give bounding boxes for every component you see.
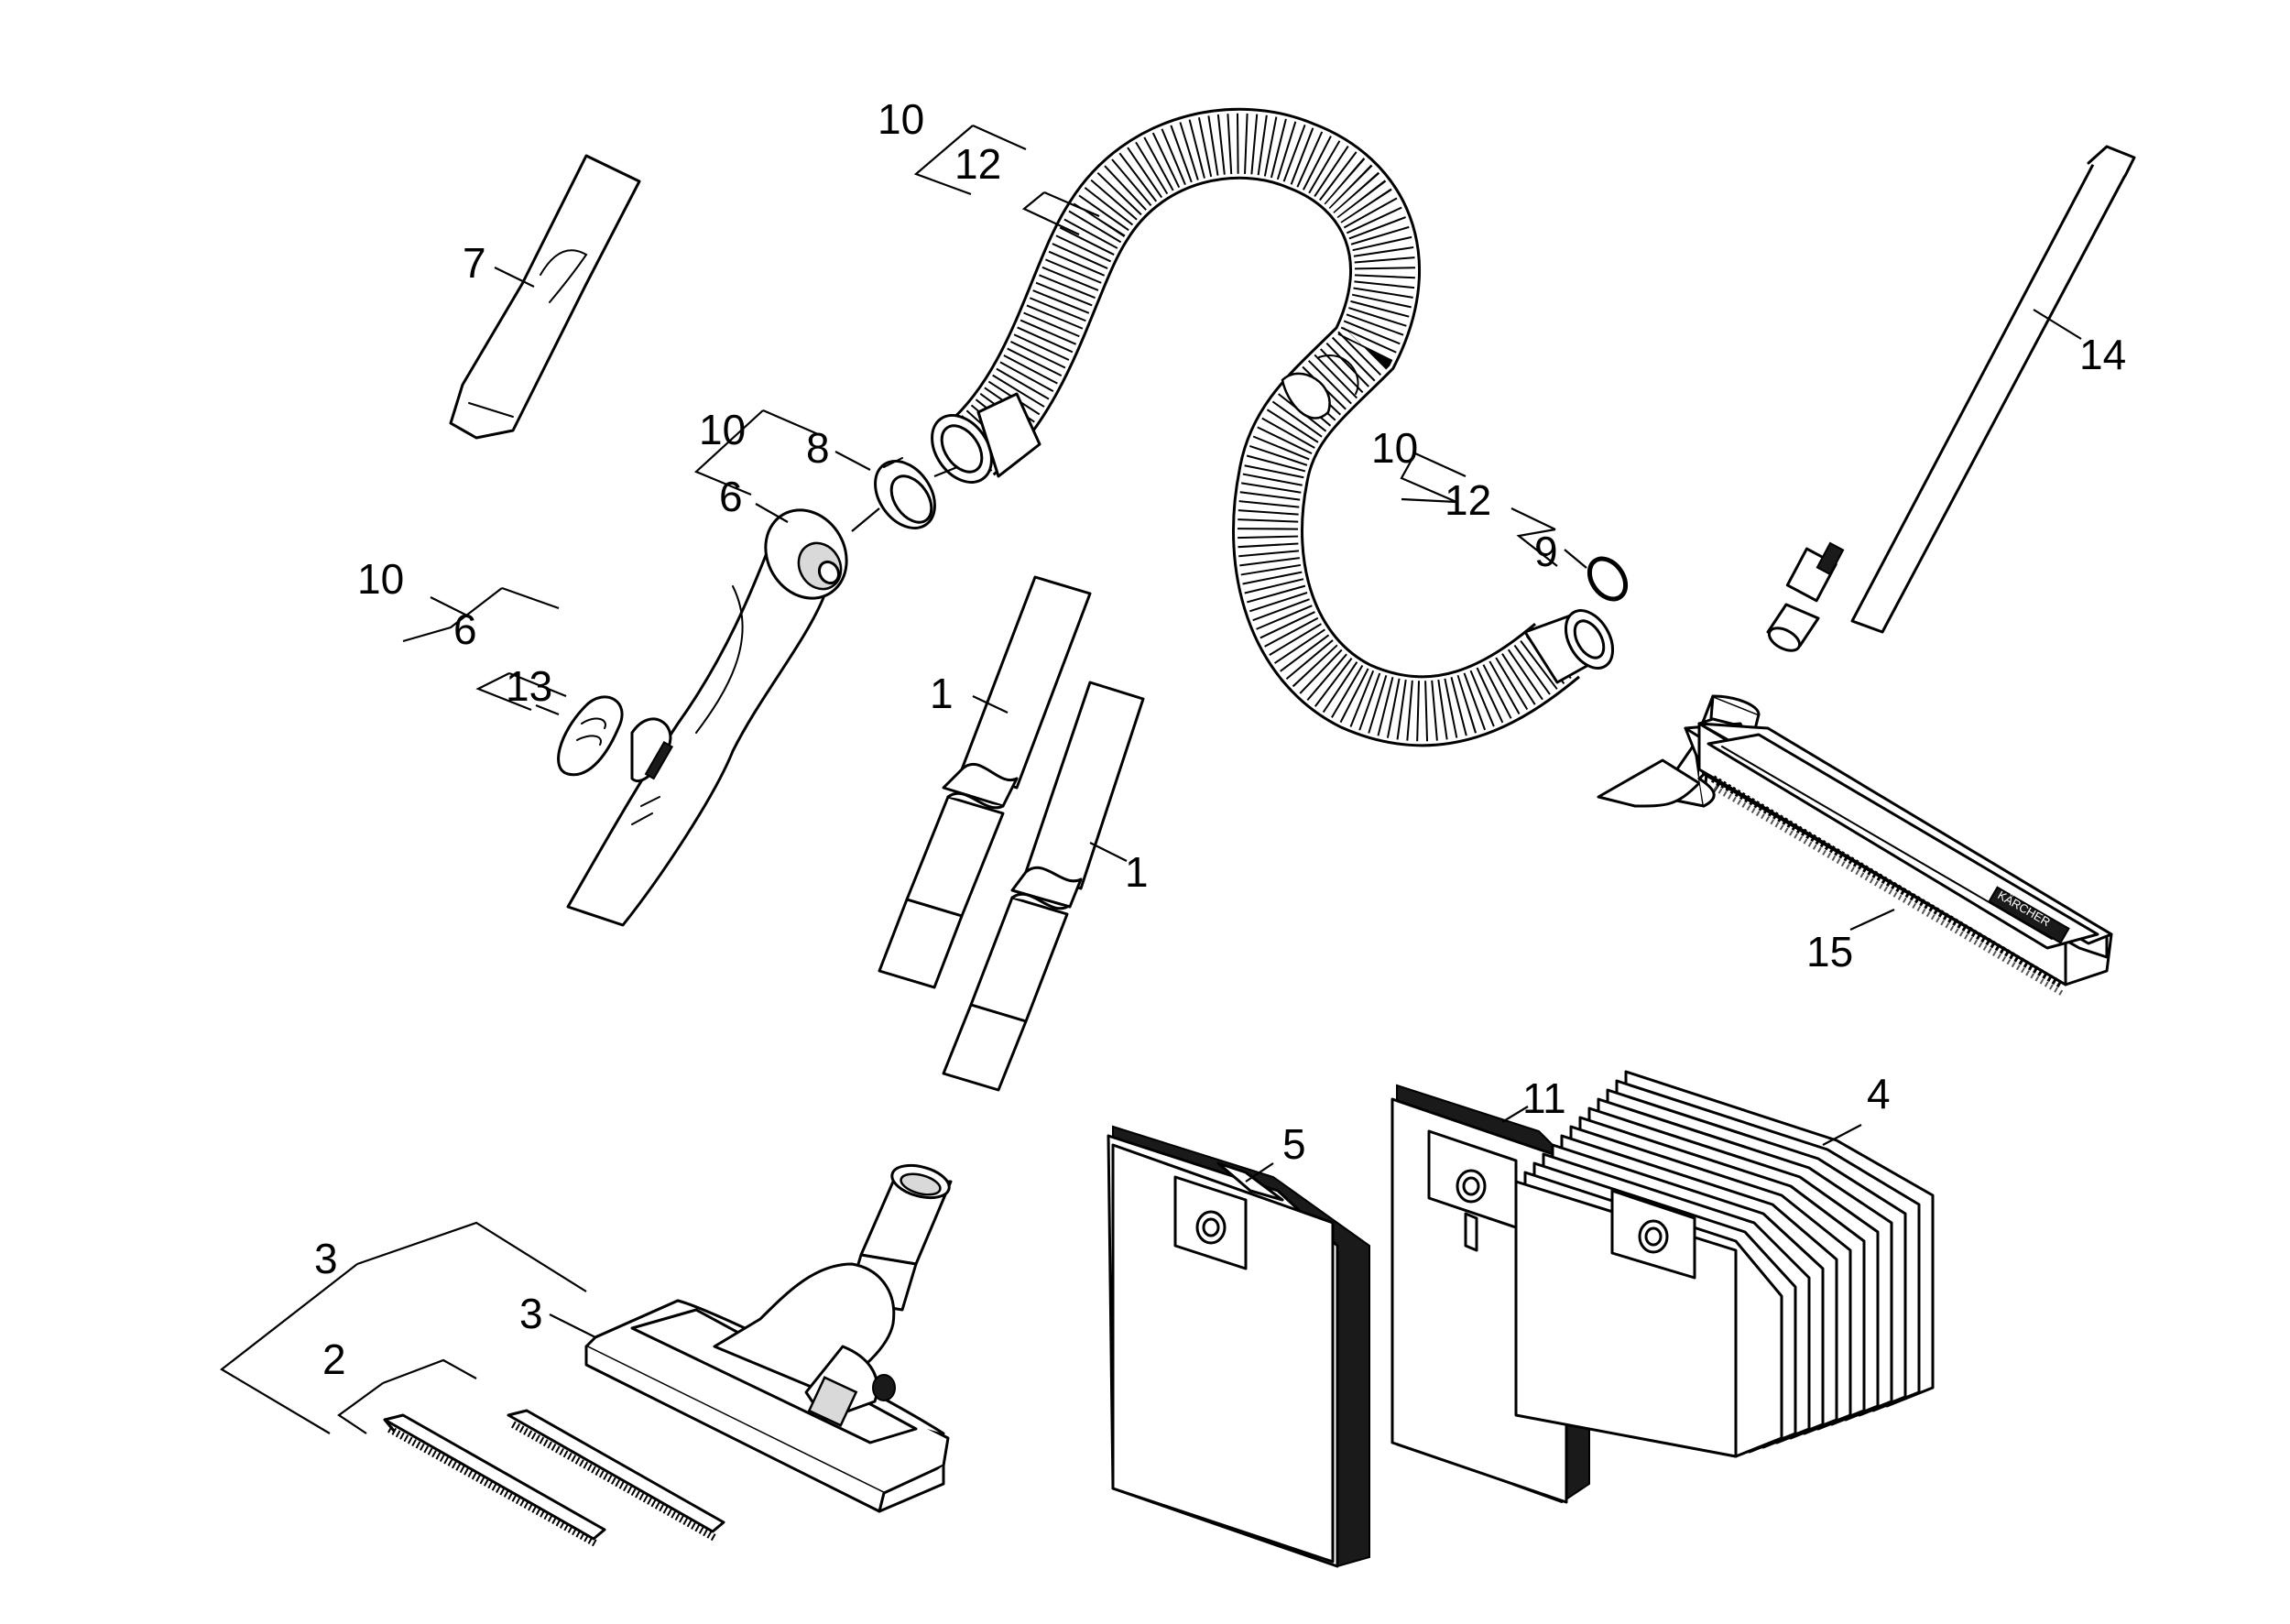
leader-line: [1089, 842, 1128, 862]
filter-bags-5: [1107, 1125, 1370, 1568]
callout-5: 5: [1282, 1120, 1306, 1168]
callout-4: 4: [1867, 1070, 1891, 1117]
callout-bracket-handle: [693, 409, 871, 523]
hose-cuff-bottom: [1523, 609, 1615, 684]
callout-14: 14: [2079, 331, 2126, 378]
callout-11: 11: [1522, 1074, 1566, 1122]
telescopic-tube: [1766, 145, 2136, 652]
seal-ring: [1587, 556, 1629, 602]
air-valve-slider: [557, 695, 624, 777]
callout-1-pipe-b: 1: [1125, 848, 1149, 896]
callout-6-handle: 6: [719, 473, 743, 520]
crevice-tool: [449, 154, 641, 440]
leader-line: [1501, 1106, 1529, 1123]
callout-8: 8: [806, 424, 830, 472]
leader-line: [2033, 309, 2082, 340]
callout-10-handle: 10: [699, 406, 746, 453]
callout-3-group: 3: [314, 1235, 338, 1282]
bristle-strip-b: [507, 1409, 725, 1542]
suction-pipe-b: [942, 681, 1145, 1092]
callout-12-hose-top: 12: [954, 140, 1001, 188]
callout-1-pipe-a: 1: [930, 670, 954, 717]
callout-bracket-valve: [402, 586, 567, 716]
callout-15: 15: [1806, 928, 1853, 975]
floor-nozzle-wide: KÄRCHER: [1597, 694, 2113, 997]
suction-pipe-a: [878, 575, 1092, 989]
callout-9: 9: [1534, 528, 1558, 575]
callout-13: 13: [506, 662, 552, 710]
leader-line: [1849, 909, 1895, 931]
leader-line: [933, 465, 958, 478]
suction-hose: [931, 107, 1615, 747]
floor-nozzle: [584, 1163, 953, 1513]
leader-line: [1245, 1162, 1274, 1183]
callout-10-hose-top: 10: [878, 95, 924, 143]
leader-line: [1822, 1124, 1862, 1146]
adapter-ring: [874, 457, 936, 529]
callout-7: 7: [463, 239, 486, 287]
callout-10-valve: 10: [357, 555, 404, 603]
callout-2: 2: [322, 1335, 346, 1383]
leader-line: [494, 267, 535, 288]
callout-bracket-hose-top: [913, 124, 1100, 235]
leader-line: [851, 507, 880, 532]
callout-3-item: 3: [519, 1290, 543, 1337]
callout-6-valve: 6: [453, 605, 477, 653]
callout-bracket-hose-right: [1400, 452, 1587, 569]
callout-12-hose-right: 12: [1445, 476, 1491, 524]
callout-bracket-nozzle: [220, 1221, 596, 1434]
filter-bags-4: [1514, 1070, 1935, 1458]
callout-10-hose-right: 10: [1371, 424, 1418, 472]
bristle-strip-a: [383, 1413, 606, 1547]
suction-handle: [566, 508, 848, 927]
leader-line: [972, 695, 1009, 714]
hose-cuff-top: [931, 392, 1041, 484]
